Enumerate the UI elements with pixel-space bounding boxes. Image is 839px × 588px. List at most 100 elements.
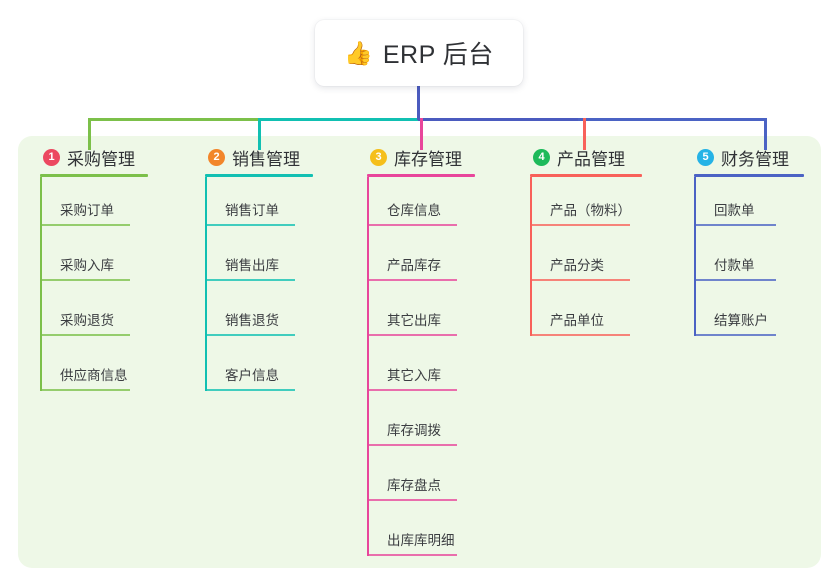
branch-children-3: 仓库信息产品库存其它出库其它入库库存调拨库存盘点出库库明细	[367, 177, 475, 562]
leaf-label: 回款单	[714, 203, 755, 218]
leaf-rule	[40, 224, 130, 226]
branch-badge-5: 5	[697, 148, 714, 166]
branch-title-5: 财务管理	[721, 149, 789, 169]
branch-drop-leg-3	[420, 118, 423, 150]
branch-rule-1	[40, 174, 148, 177]
branch-badge-3: 3	[370, 148, 387, 166]
leaf-rule	[367, 279, 457, 281]
leaf-node[interactable]: 仓库信息	[367, 177, 475, 232]
leaf-rule	[205, 389, 295, 391]
leaf-rule	[530, 224, 630, 226]
leaf-label: 其它入库	[387, 368, 441, 383]
leaf-node[interactable]: 付款单	[694, 232, 804, 287]
leaf-rule	[205, 279, 295, 281]
leaf-node[interactable]: 产品分类	[530, 232, 642, 287]
leaf-rule	[40, 334, 130, 336]
root-node-card[interactable]: 👍 ERP 后台	[315, 20, 523, 86]
bus-segment-3	[418, 118, 578, 121]
leaf-node[interactable]: 客户信息	[205, 342, 313, 397]
branch-children-4: 产品（物料） 产品分类产品单位	[530, 177, 642, 342]
leaf-label: 仓库信息	[387, 203, 441, 218]
branch-5: 5 财务管理回款单付款单结算账户	[694, 145, 804, 342]
leaf-label: 销售出库	[225, 258, 279, 273]
branch-rule-3	[367, 174, 475, 177]
leaf-rule	[367, 389, 457, 391]
branch-children-5: 回款单付款单结算账户	[694, 177, 804, 342]
branch-spine-4	[530, 177, 532, 336]
bus-segment-4	[578, 118, 766, 121]
branch-drop-leg-1	[88, 118, 91, 150]
root-node-title: ERP 后台	[382, 41, 494, 69]
leaf-node[interactable]: 采购退货	[40, 287, 148, 342]
leaf-node[interactable]: 采购订单	[40, 177, 148, 232]
leaf-rule	[694, 224, 776, 226]
leaf-node[interactable]: 销售订单	[205, 177, 313, 232]
leaf-label: 供应商信息	[60, 368, 128, 383]
root-stem-connector	[417, 86, 420, 120]
leaf-node[interactable]: 库存盘点	[367, 452, 475, 507]
leaf-node[interactable]: 其它入库	[367, 342, 475, 397]
branch-rule-2	[205, 174, 313, 177]
leaf-label: 其它出库	[387, 313, 441, 328]
leaf-label: 库存调拨	[387, 423, 441, 438]
leaf-node[interactable]: 回款单	[694, 177, 804, 232]
leaf-node[interactable]: 其它出库	[367, 287, 475, 342]
leaf-node[interactable]: 销售出库	[205, 232, 313, 287]
leaf-node[interactable]: 库存调拨	[367, 397, 475, 452]
leaf-rule	[367, 499, 457, 501]
leaf-rule	[694, 334, 776, 336]
leaf-rule	[205, 334, 295, 336]
branch-header-5[interactable]: 5 财务管理	[694, 145, 804, 169]
leaf-rule	[205, 224, 295, 226]
leaf-label: 销售退货	[225, 313, 279, 328]
leaf-label: 销售订单	[225, 203, 279, 218]
leaf-node[interactable]: 出库库明细	[367, 507, 475, 562]
branch-children-2: 销售订单销售出库销售退货客户信息	[205, 177, 313, 397]
bus-segment-2	[260, 118, 418, 121]
leaf-node[interactable]: 采购入库	[40, 232, 148, 287]
leaf-label: 采购订单	[60, 203, 114, 218]
branch-title-1: 采购管理	[67, 149, 135, 169]
leaf-label: 产品（物料）	[550, 203, 631, 218]
leaf-label: 产品分类	[550, 258, 604, 273]
branch-spine-2	[205, 177, 207, 391]
leaf-rule	[40, 279, 130, 281]
leaf-node[interactable]: 销售退货	[205, 287, 313, 342]
branch-drop-leg-4	[583, 118, 586, 150]
leaf-node[interactable]: 结算账户	[694, 287, 804, 342]
leaf-label: 产品库存	[387, 258, 441, 273]
leaf-label: 客户信息	[225, 368, 279, 383]
leaf-label: 采购入库	[60, 258, 114, 273]
branch-spine-1	[40, 177, 42, 391]
leaf-label: 采购退货	[60, 313, 114, 328]
leaf-node[interactable]: 产品库存	[367, 232, 475, 287]
branch-2: 2 销售管理销售订单销售出库销售退货客户信息	[205, 145, 313, 397]
leaf-rule	[367, 444, 457, 446]
leaf-node[interactable]: 产品单位	[530, 287, 642, 342]
branch-title-2: 销售管理	[232, 149, 300, 169]
leaf-node[interactable]: 供应商信息	[40, 342, 148, 397]
branch-rule-4	[530, 174, 642, 177]
leaf-rule	[694, 279, 776, 281]
branch-rule-5	[694, 174, 804, 177]
branch-badge-4: 4	[533, 148, 550, 166]
leaf-label: 产品单位	[550, 313, 604, 328]
leaf-rule	[367, 334, 457, 336]
leaf-node[interactable]: 产品（物料）	[530, 177, 642, 232]
leaf-label: 结算账户	[714, 313, 768, 328]
branch-spine-3	[367, 177, 369, 556]
leaf-rule	[367, 224, 457, 226]
branches-panel	[18, 136, 821, 568]
leaf-label: 出库库明细	[387, 533, 455, 548]
branch-badge-2: 2	[208, 148, 225, 166]
bus-segment-1	[88, 118, 260, 121]
branch-header-2[interactable]: 2 销售管理	[205, 145, 313, 169]
branch-drop-leg-5	[764, 118, 767, 150]
